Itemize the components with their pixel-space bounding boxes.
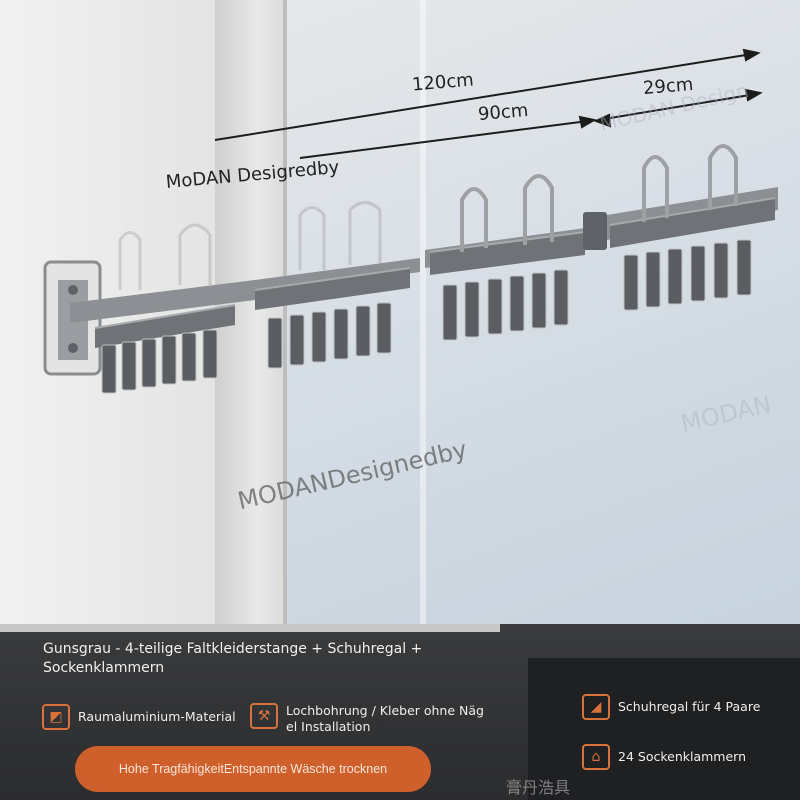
arrow-head-side-left <box>593 113 612 128</box>
dimension-side: 29cm <box>642 73 695 100</box>
feature-shoe-rack: ◢ Schuhregal für 4 Paare <box>582 694 760 720</box>
sock-clip-icon: ⌂ <box>582 744 610 770</box>
hinge <box>583 212 607 250</box>
feature-installation-text: Lochbohrung / Kleber ohne Näg el Install… <box>286 703 484 734</box>
product-title: Gunsgrau - 4-teilige Faltkleiderstange +… <box>43 641 423 676</box>
window-frame <box>420 0 426 640</box>
feature-installation: ⚒ Lochbohrung / Kleber ohne Näg el Insta… <box>250 703 490 735</box>
arrow-head-main <box>578 115 597 129</box>
aluminium-icon: ◩ <box>42 704 70 730</box>
rack-segment-1 <box>70 280 255 348</box>
dimension-line-side <box>597 93 757 121</box>
dimension-line-main <box>299 120 589 159</box>
rack-reflection <box>118 201 382 290</box>
feature-sock-clips: ⌂ 24 Sockenklammern <box>582 744 746 770</box>
shoe-rack-icon: ◢ <box>582 694 610 720</box>
shelf-edge <box>0 624 500 632</box>
feature-material: ◩ Raumaluminium-Material <box>42 704 236 730</box>
rack-segment-4 <box>607 144 778 248</box>
dimension-arrows <box>214 48 763 159</box>
feature-material-text: Raumaluminium-Material <box>78 709 236 724</box>
rack-segment-3 <box>425 174 600 275</box>
feature-sock-clips-text: 24 Sockenklammern <box>618 749 746 764</box>
feature-shoe-rack-text: Schuhregal für 4 Paare <box>618 699 761 714</box>
dimension-main: 90cm <box>477 99 530 126</box>
drill-icon: ⚒ <box>250 703 278 729</box>
sock-clips <box>101 239 752 394</box>
arrow-head-total <box>742 48 761 62</box>
rack-segment-2 <box>240 258 420 310</box>
dimension-line-total <box>214 53 753 141</box>
corner-watermark: 膏丹浩具 <box>506 778 571 797</box>
folding-clothes-rack <box>43 48 778 394</box>
pillar-edge <box>283 0 287 640</box>
arrow-head-side-right <box>744 88 763 102</box>
capacity-badge-button[interactable]: Hohe TragfähigkeitEntspannte Wäsche troc… <box>75 746 431 792</box>
footer-dark-panel <box>528 658 800 800</box>
